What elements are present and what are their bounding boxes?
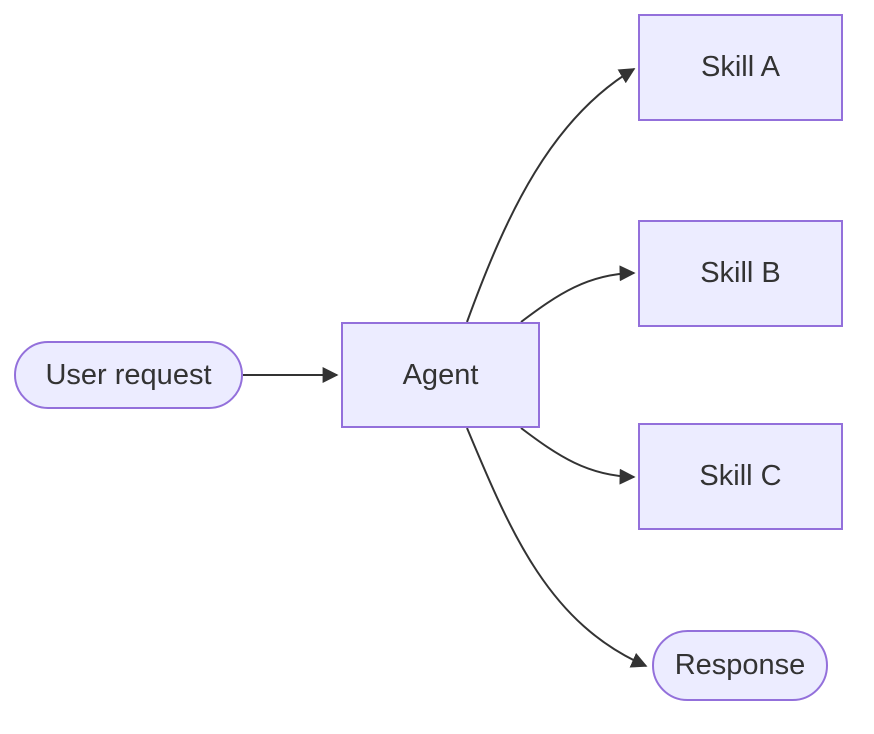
edge-agent-to-response (466, 427, 648, 668)
node-skill-c: Skill C (638, 423, 843, 530)
node-user-request: User request (14, 341, 243, 409)
node-response-label: Response (674, 649, 806, 681)
edge-agent-to-skill-a (466, 68, 636, 323)
node-skill-a: Skill A (638, 14, 843, 121)
node-skill-a-label: Skill A (701, 51, 780, 83)
node-skill-b: Skill B (638, 220, 843, 327)
node-user-request-label: User request (45, 358, 212, 391)
node-agent: Agent (341, 322, 540, 428)
node-agent-label: Agent (402, 358, 479, 391)
node-response: Response (652, 630, 828, 701)
node-skill-c-label: Skill C (699, 460, 782, 492)
edge-agent-to-skill-c (520, 427, 636, 485)
node-skill-b-label: Skill B (700, 257, 781, 289)
edge-agent-to-skill-b (520, 265, 636, 323)
